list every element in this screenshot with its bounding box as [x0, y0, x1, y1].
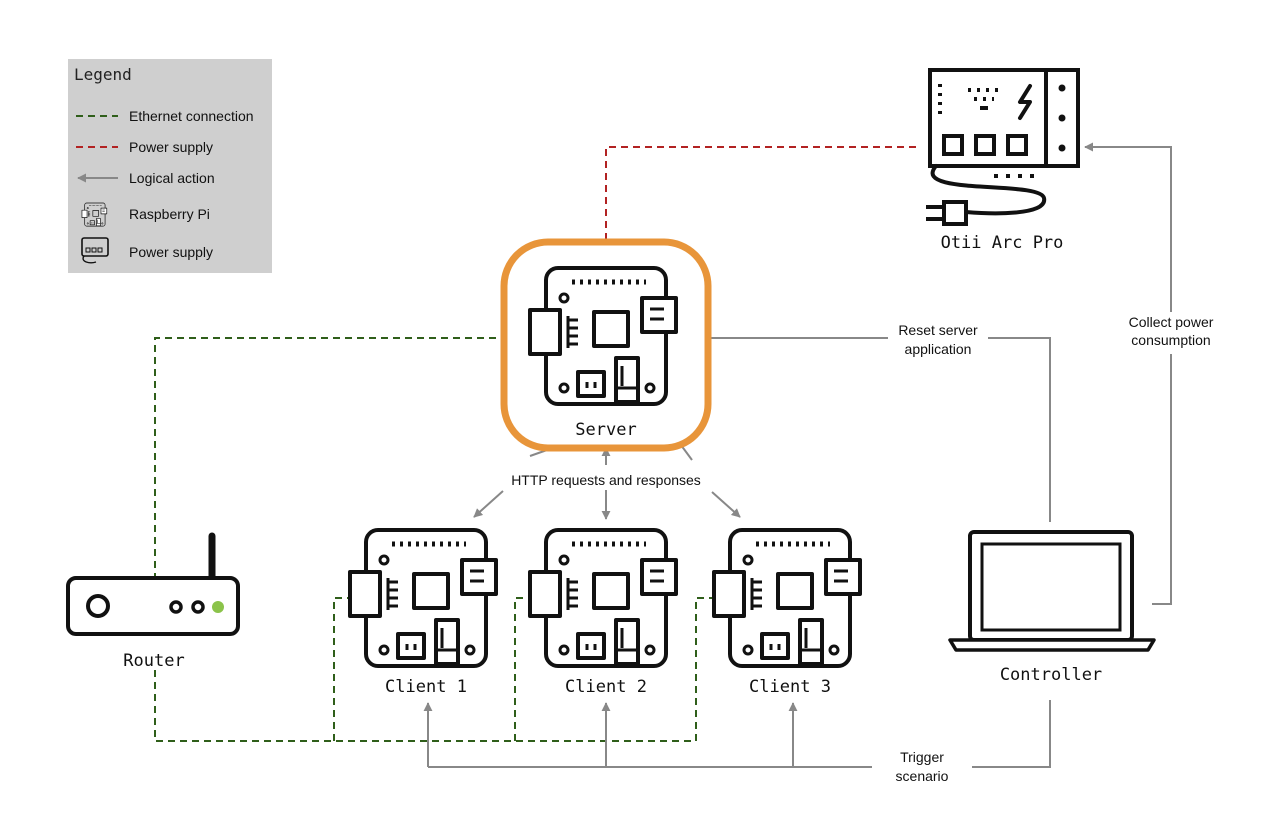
collect-label-line2: consumption — [1131, 332, 1210, 348]
power-supply-line — [605, 146, 920, 240]
router-icon — [66, 576, 240, 636]
controller-node: Controller — [948, 530, 1156, 685]
ethernet-client2 — [514, 597, 532, 741]
legend: Legend Ethernet connection Power supply … — [68, 59, 272, 273]
http-to-client3 — [711, 491, 741, 518]
power-supply-icon — [81, 237, 109, 264]
legend-raspberry-label: Raspberry Pi — [129, 206, 210, 222]
otii-label: Otii Arc Pro — [941, 233, 1064, 253]
logical-actions: Reset server application Collect power c… — [423, 142, 1226, 785]
trigger-bus — [428, 700, 1051, 768]
ethernet-client1 — [333, 597, 352, 741]
ethernet-client3 — [695, 597, 714, 741]
client2-raspberry-pi-icon — [530, 530, 676, 666]
http-label: HTTP requests and responses — [511, 472, 701, 488]
server-node: Server — [500, 238, 712, 452]
client3-raspberry-pi-icon — [714, 530, 860, 666]
reset-server-arrow — [684, 333, 1051, 522]
router-node: Router — [66, 532, 240, 671]
collect-power-arrow — [1084, 142, 1172, 605]
trigger-label-line2: scenario — [896, 768, 949, 784]
client2-label: Client 2 — [565, 677, 647, 697]
client1-node: Client 1 — [350, 530, 496, 697]
legend-ethernet-label: Ethernet connection — [129, 108, 254, 124]
router-label: Router — [123, 651, 184, 671]
reset-label-line2: application — [905, 341, 972, 357]
laptop-icon — [968, 530, 1134, 642]
legend-logical-label: Logical action — [129, 170, 215, 186]
client1-label: Client 1 — [385, 677, 467, 697]
power-meter-icon — [926, 68, 1080, 226]
client3-node: Client 3 — [714, 530, 860, 697]
client2-node: Client 2 — [530, 530, 676, 697]
legend-box — [68, 59, 272, 273]
client3-label: Client 3 — [749, 677, 831, 697]
legend-power-label: Power supply — [129, 139, 213, 155]
legend-title: Legend — [74, 65, 132, 84]
reset-label-line1: Reset server — [898, 322, 978, 338]
collect-label-line1: Collect power — [1129, 314, 1214, 330]
ethernet-router-server — [154, 337, 500, 580]
ethernet-connections — [154, 337, 714, 742]
controller-label: Controller — [1000, 665, 1102, 685]
router-led-icon — [212, 601, 224, 613]
server-label: Server — [575, 420, 636, 440]
otii-node: Otii Arc Pro — [926, 68, 1080, 253]
trigger-label-line1: Trigger — [900, 749, 944, 765]
client1-raspberry-pi-icon — [350, 530, 496, 666]
http-to-client1 — [473, 490, 504, 518]
legend-supply-label: Power supply — [129, 244, 213, 260]
